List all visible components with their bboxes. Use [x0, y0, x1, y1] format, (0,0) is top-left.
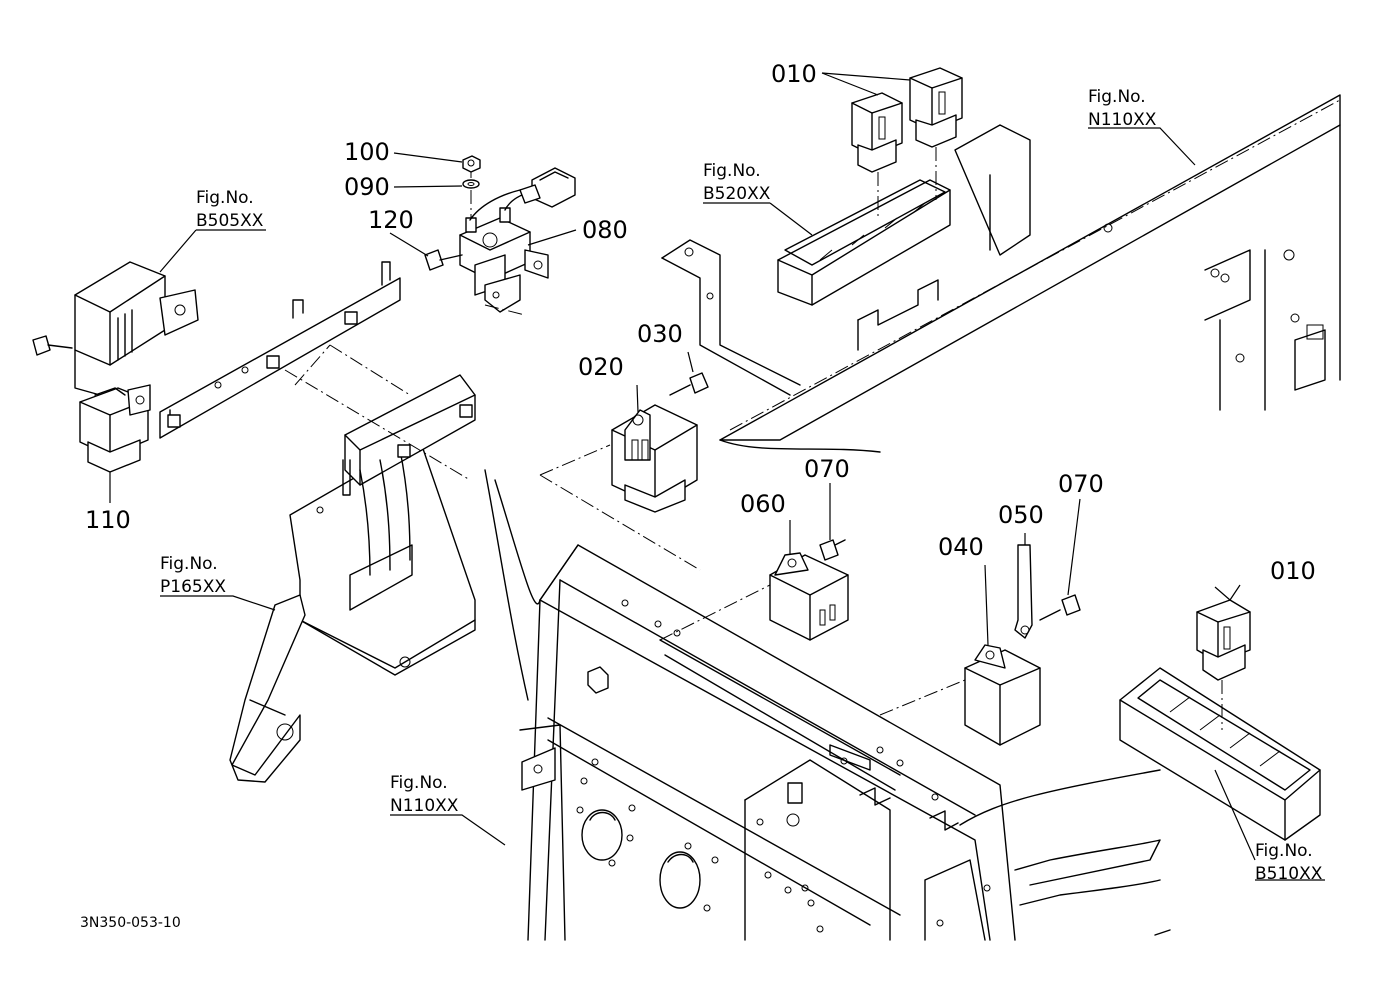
relay-010-right — [1196, 599, 1251, 730]
figref-p165-line2: P165XX — [160, 577, 226, 597]
label-part-080: 080 — [582, 216, 628, 244]
screw-030 — [669, 372, 709, 396]
solenoid-080 — [459, 167, 576, 316]
guide-060 — [659, 584, 771, 641]
figref-b505-line1: Fig.No. — [196, 188, 254, 208]
screw-120 — [424, 249, 463, 271]
screw-b505 — [32, 335, 73, 356]
label-part-070-b: 070 — [1058, 470, 1104, 498]
label-part-010-right: 010 — [1270, 557, 1316, 585]
label-part-120: 120 — [368, 206, 414, 234]
relay-060 — [769, 552, 849, 641]
drawing-code: 3N350-053-10 — [80, 915, 181, 931]
relay-010-top-left — [851, 92, 903, 220]
guide-020-down — [539, 474, 701, 571]
frame-beam-top — [719, 94, 1341, 453]
bracket-050 — [1014, 544, 1033, 639]
figref-n110-bottom-line1: Fig.No. — [390, 773, 448, 793]
relay-020 — [611, 404, 698, 513]
relay-box-b510 — [1119, 667, 1321, 841]
label-part-040: 040 — [938, 533, 984, 561]
screw-070-a — [819, 539, 846, 561]
label-part-070-a: 070 — [804, 455, 850, 483]
leader-lines — [109, 72, 1325, 881]
relay-b505 — [74, 261, 199, 396]
figref-b510-line1: Fig.No. — [1255, 841, 1313, 861]
figref-n110-top-line1: Fig.No. — [1088, 87, 1146, 107]
bracket-p165 — [229, 594, 306, 783]
figref-b520-line2: B520XX — [703, 184, 771, 204]
label-part-050: 050 — [998, 501, 1044, 529]
relay-010-top-right — [909, 67, 963, 200]
relay-box-b520 — [777, 179, 951, 351]
figref-p165-line1: Fig.No. — [160, 554, 218, 574]
label-part-060: 060 — [740, 490, 786, 518]
relay-110 — [79, 384, 151, 473]
figref-n110-bottom-line2: N110XX — [390, 796, 459, 816]
mounting-guide-lines — [284, 344, 471, 481]
figref-b510-line2: B510XX — [1255, 864, 1323, 884]
label-part-100: 100 — [344, 138, 390, 166]
screw-070-b — [1039, 594, 1081, 621]
figref-n110-top-line2: N110XX — [1088, 110, 1157, 130]
mounting-plate — [289, 374, 476, 676]
label-part-030: 030 — [637, 320, 683, 348]
label-part-090: 090 — [344, 173, 390, 201]
relay-040 — [964, 644, 1041, 746]
figref-b505-line2: B505XX — [196, 211, 264, 231]
label-part-010-top: 010 — [771, 60, 817, 88]
support-bracket — [661, 239, 801, 396]
washer-090 — [462, 179, 480, 189]
guide-040 — [879, 679, 966, 716]
mounting-rail — [159, 261, 401, 439]
figref-b520-line1: Fig.No. — [703, 161, 761, 181]
label-part-020: 020 — [578, 353, 624, 381]
panel-frame — [484, 469, 1171, 941]
guide-020-left — [539, 444, 611, 476]
label-part-110: 110 — [85, 506, 131, 534]
nut-100 — [462, 155, 481, 173]
